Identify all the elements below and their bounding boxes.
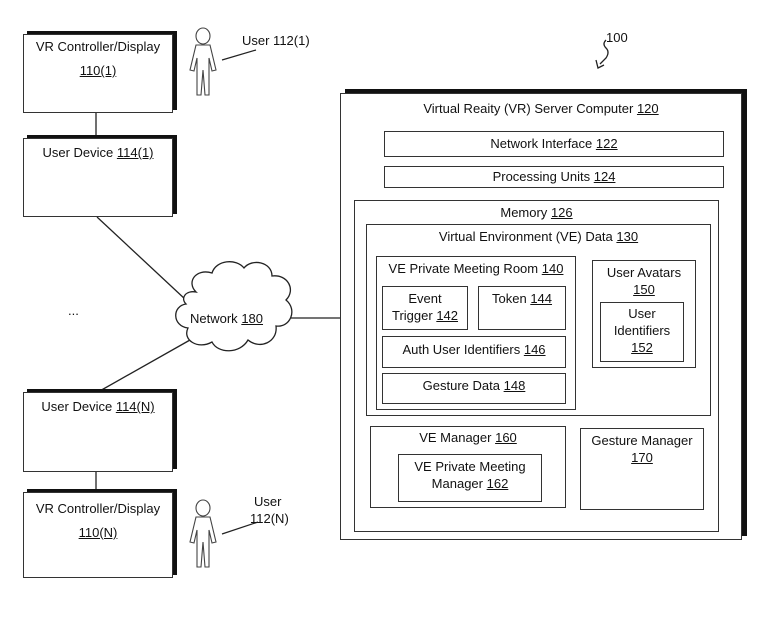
gesture-manager-ref: 170	[631, 450, 653, 465]
private-meeting-manager-line1: VE Private Meeting	[414, 459, 526, 474]
ve-data-label: Virtual Environment (VE) Data 130	[438, 229, 639, 244]
ve-private-meeting-manager: VE Private Meeting Manager 162	[398, 454, 542, 502]
user-device-1: User Device 114(1)	[23, 138, 173, 217]
user-n-label-line2: 112(N)	[250, 511, 289, 526]
vr-display-n-ref: 110(N)	[78, 525, 118, 540]
user-device-n-label: User Device 114(N)	[41, 399, 155, 414]
private-room-label: VE Private Meeting Room 140	[388, 261, 564, 276]
user-avatars-ref: 150	[633, 282, 655, 297]
private-meeting-manager-line2: Manager 162	[431, 476, 509, 491]
gesture-manager-label: Gesture Manager	[591, 433, 693, 448]
user-1-person-icon	[189, 27, 217, 96]
token-label: Token 144	[491, 291, 553, 306]
figure-reference: 100	[606, 30, 628, 45]
figure-ref-arrowhead	[595, 59, 605, 69]
vr-display-1-label: VR Controller/Display	[35, 39, 161, 54]
gesture-data: Gesture Data 148	[382, 373, 566, 404]
user-n-label-line1: User	[254, 494, 282, 509]
link-device1-network	[96, 216, 187, 301]
gesture-data-label: Gesture Data 148	[422, 378, 526, 393]
userN-leader-line	[221, 521, 259, 535]
user1-leader-line	[221, 49, 257, 61]
auth-user-identifiers: Auth User Identifiers 146	[382, 336, 566, 368]
event-trigger-line2: Trigger 142	[391, 308, 459, 323]
processing-units: Processing Units 124	[384, 166, 724, 188]
event-trigger: Event Trigger 142	[382, 286, 468, 330]
user-identifiers: User Identifiers 152	[600, 302, 684, 362]
user-identifiers-line1: User	[628, 306, 656, 321]
event-trigger-line1: Event	[408, 291, 442, 306]
processing-units-label: Processing Units 124	[492, 169, 616, 184]
user-device-n: User Device 114(N)	[23, 392, 173, 472]
gesture-manager: Gesture Manager 170	[580, 428, 704, 510]
vr-controller-display-n: VR Controller/Display 110(N)	[23, 492, 173, 578]
network-interface: Network Interface 122	[384, 131, 724, 157]
user-n-person-icon	[189, 499, 217, 568]
vr-display-n-label: VR Controller/Display	[35, 501, 161, 516]
server-label: Virtual Reaity (VR) Server Computer 120	[423, 101, 659, 116]
user-1-label: User 112(1)	[242, 33, 310, 48]
network-label: Network 180	[190, 311, 264, 326]
memory-label: Memory 126	[500, 205, 573, 220]
token: Token 144	[478, 286, 566, 330]
auth-ids-label: Auth User Identifiers 146	[402, 342, 546, 357]
ve-manager-label: VE Manager 160	[419, 430, 517, 445]
network-interface-label: Network Interface 122	[490, 136, 618, 151]
user-avatars-label: User Avatars	[606, 265, 682, 280]
user-device-1-label: User Device 114(1)	[42, 145, 154, 160]
vr-display-1-ref: 110(1)	[79, 63, 117, 78]
user-identifiers-line2: Identifiers	[613, 323, 671, 338]
more-devices-ellipsis: ...	[68, 303, 79, 318]
vr-controller-display-1: VR Controller/Display 110(1)	[23, 34, 173, 113]
network-cloud-icon	[175, 261, 293, 352]
link-network-deviceN	[97, 339, 191, 393]
user-identifiers-ref: 152	[631, 340, 653, 355]
figure-ref-arrow	[599, 39, 609, 65]
